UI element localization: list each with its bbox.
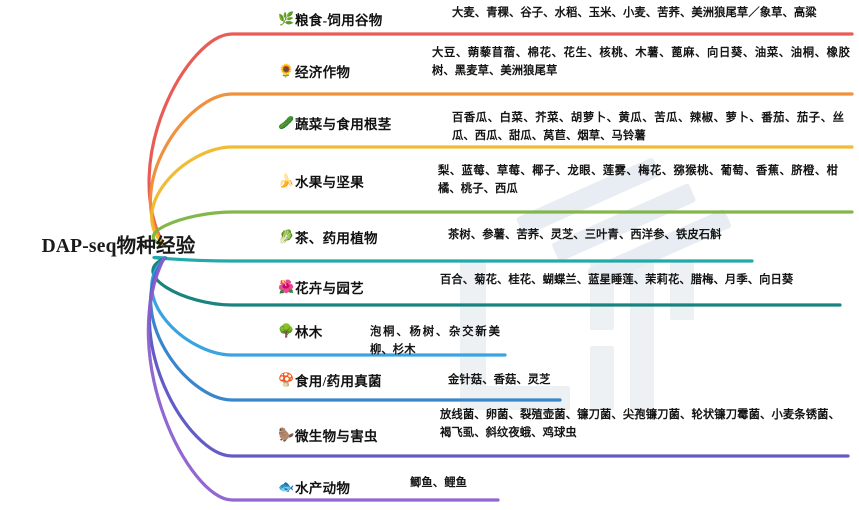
branch-fruits-nuts[interactable]: 🍌水果与坚果 (278, 171, 364, 191)
branch-items-grains: 大麦、青稞、谷子、水稻、玉米、小麦、苦荞、美洲狼尾草／象草、高粱 (452, 7, 817, 19)
branch-fungi[interactable]: 🍄食用/药用真菌 (278, 370, 382, 390)
branch-label-tea-medicinal: 🥬茶、药用植物 (278, 227, 378, 247)
branch-title: 经济作物 (295, 65, 351, 80)
branch-vegetables[interactable]: 🥒蔬菜与食用根茎 (278, 113, 392, 133)
branch-items-tea-medicinal: 茶树、参薯、苦荞、灵芝、三叶青、西洋参、铁皮石斛 (448, 229, 722, 241)
branch-label-aquatic-animals: 🐟水产动物 (278, 477, 350, 497)
branch-aquatic-animals[interactable]: 🐟水产动物 (278, 477, 350, 497)
branch-tea-medicinal[interactable]: 🥬茶、药用植物 (278, 227, 378, 247)
branch-flowers-horticulture[interactable]: 🌺花卉与园艺 (278, 277, 364, 297)
branch-items-flowers-horticulture: 百合、菊花、桂花、蝴蝶兰、蓝星睡莲、茉莉花、腊梅、月季、向日葵 (440, 274, 794, 286)
root-node-title: DAP-seq物种经验 (41, 236, 196, 257)
banana-icon: 🍌 (278, 173, 295, 189)
branch-items-fungi: 金针菇、香菇、灵芝 (448, 374, 551, 386)
branch-items-forestry: 泡桐、杨树、杂交新美柳、杉木 (370, 326, 500, 356)
branch-label-fruits-nuts: 🍌水果与坚果 (278, 171, 364, 191)
branch-microbes-pests[interactable]: 🦫微生物与害虫 (278, 425, 378, 445)
branch-forestry[interactable]: 🌳林木 (278, 321, 323, 341)
branch-label-microbes-pests: 🦫微生物与害虫 (278, 425, 378, 445)
tree-icon: 🌳 (278, 323, 295, 339)
branch-title: 食用/药用真菌 (295, 374, 382, 389)
microbe-icon: 🦫 (278, 427, 295, 443)
branch-title: 林木 (295, 325, 323, 340)
sunflower-icon: 🌻 (278, 63, 295, 79)
branch-cash-crops[interactable]: 🌻经济作物 (278, 61, 350, 81)
branch-label-grains: 🌿粮食-饲用谷物 (278, 9, 383, 29)
branch-label-fungi: 🍄食用/药用真菌 (278, 370, 382, 390)
branch-title: 茶、药用植物 (295, 231, 378, 246)
fish-icon: 🐟 (278, 479, 295, 495)
branch-label-vegetables: 🥒蔬菜与食用根茎 (278, 113, 392, 133)
branch-label-forestry: 🌳林木 (278, 321, 323, 341)
branch-grains[interactable]: 🌿粮食-饲用谷物 (278, 9, 383, 29)
branch-title: 粮食-饲用谷物 (295, 13, 383, 28)
mushroom-icon: 🍄 (278, 372, 295, 388)
branch-title: 微生物与害虫 (295, 429, 378, 444)
herb-icon: 🌿 (278, 11, 295, 27)
branch-title: 水果与坚果 (295, 175, 364, 190)
cucumber-icon: 🥒 (278, 115, 295, 131)
branch-label-flowers-horticulture: 🌺花卉与园艺 (278, 277, 364, 297)
branch-title: 蔬菜与食用根茎 (295, 117, 392, 132)
branch-label-cash-crops: 🌻经济作物 (278, 61, 350, 81)
branch-items-microbes-pests: 放线菌、卵菌、裂殖壶菌、镰刀菌、尖孢镰刀菌、轮状镰刀霉菌、小麦条锈菌、褐飞虱、斜… (440, 409, 840, 439)
branch-items-cash-crops: 大豆、蒴藜苜蓿、棉花、花生、核桃、木薯、蓖麻、向日葵、油菜、油桐、橡胶树、黑麦草… (432, 47, 850, 77)
leafy-green-icon: 🥬 (278, 229, 295, 245)
branch-items-aquatic-animals: 鲫鱼、鲤鱼 (410, 477, 467, 489)
branch-title: 水产动物 (295, 481, 351, 496)
branch-items-vegetables: 百香瓜、白菜、芥菜、胡萝卜、黄瓜、苦瓜、辣椒、萝卜、番茄、茄子、丝瓜、西瓜、甜瓜… (452, 112, 844, 142)
blossom-icon: 🌺 (278, 279, 295, 295)
branch-items-fruits-nuts: 梨、蓝莓、草莓、椰子、龙眼、莲雾、梅花、猕猴桃、葡萄、香蕉、脐橙、柑橘、桃子、西… (438, 165, 838, 195)
branch-title: 花卉与园艺 (295, 281, 364, 296)
